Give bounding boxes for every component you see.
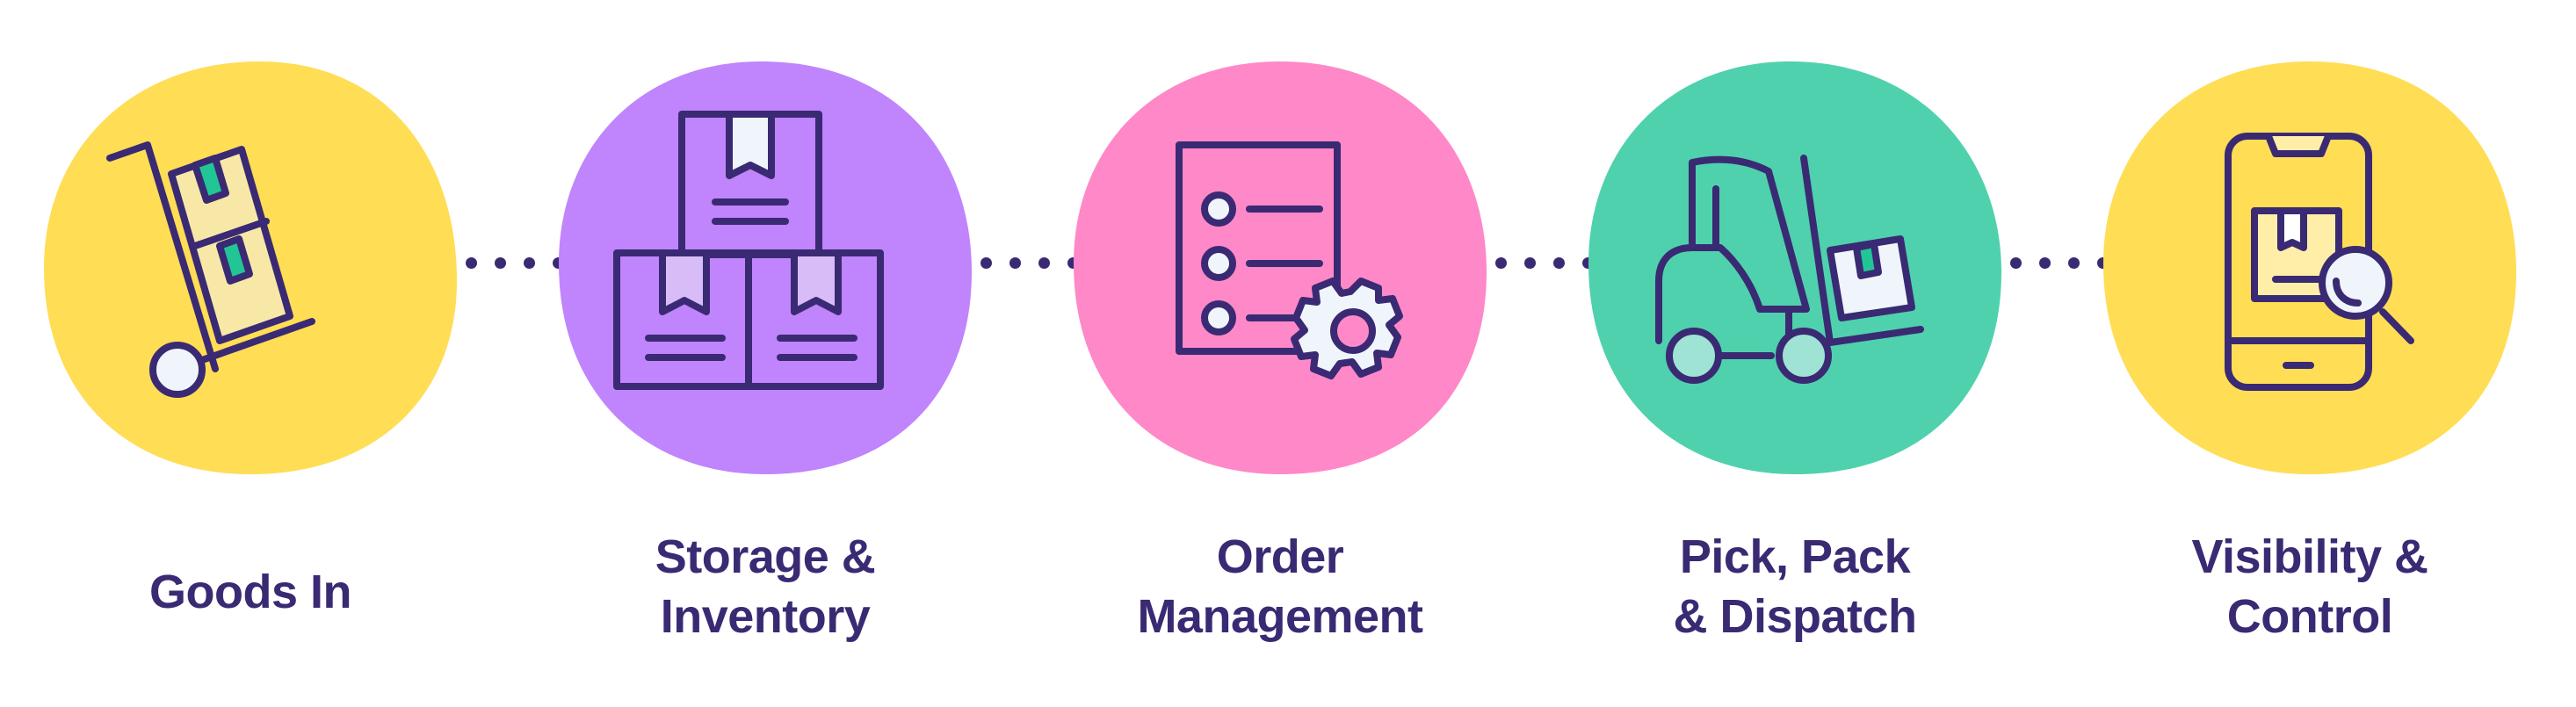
step-goods-in: Goods In <box>44 0 466 707</box>
phone-search-icon <box>2103 61 2516 474</box>
label-goods-in: Goods In <box>149 566 351 618</box>
dot <box>1495 257 1507 269</box>
dot <box>2068 257 2080 269</box>
dot <box>2039 257 2051 269</box>
hand-truck-icon <box>44 61 457 474</box>
label-storage-inventory: Storage & Inventory <box>655 530 876 643</box>
blob-pick-pack-dispatch <box>1588 61 2001 474</box>
step-storage-inventory: Storage & Inventory <box>559 0 980 707</box>
dot <box>1524 257 1536 269</box>
step-pick-pack-dispatch: Pick, Pack & Dispatch <box>1588 0 2010 707</box>
document-gear-icon <box>1074 61 1487 474</box>
blob-order-management <box>1074 61 1487 474</box>
label-visibility-control: Visibility & Control <box>2191 530 2428 643</box>
blob-storage-inventory <box>559 61 972 474</box>
step-order-management: Order Management <box>1074 0 1495 707</box>
dot <box>1553 257 1565 269</box>
stacked-boxes-icon <box>559 61 972 474</box>
dot <box>1009 257 1021 269</box>
label-order-management: Order Management <box>1137 530 1423 643</box>
connector-dots-4 <box>2010 257 2109 269</box>
dot <box>495 257 506 269</box>
blob-visibility-control <box>2103 61 2516 474</box>
dot <box>524 257 535 269</box>
dot <box>2010 257 2022 269</box>
blob-goods-in <box>44 61 457 474</box>
connector-dots-3 <box>1495 257 1594 269</box>
connector-dots-1 <box>466 257 564 269</box>
dot <box>980 257 992 269</box>
dot <box>1038 257 1050 269</box>
label-pick-pack-dispatch: Pick, Pack & Dispatch <box>1673 530 1917 643</box>
forklift-icon <box>1588 61 2001 474</box>
dot <box>466 257 477 269</box>
connector-dots-2 <box>980 257 1079 269</box>
step-visibility-control: Visibility & Control <box>2103 0 2525 707</box>
